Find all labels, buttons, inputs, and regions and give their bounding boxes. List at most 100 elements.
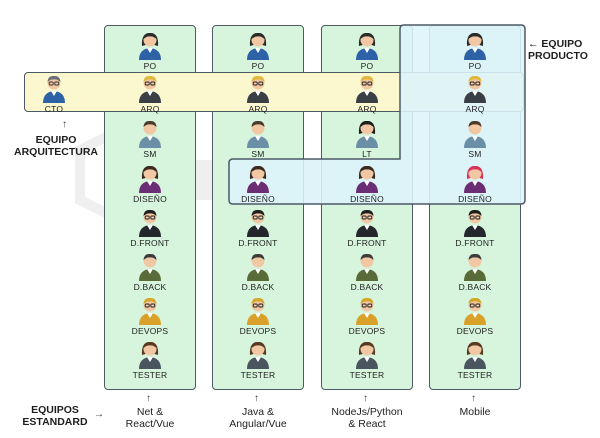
role-person-1-5: D.FRONT: [110, 207, 190, 251]
person-avatar-icon: [356, 32, 378, 60]
role-person-1-8: TESTER: [110, 339, 190, 383]
role-person-4-4: DISEÑO: [435, 163, 515, 207]
person-avatar-icon: [247, 209, 269, 237]
equipo-producto-line1: EQUIPO: [541, 38, 583, 50]
role-person-2-6: D.BACK: [218, 251, 298, 295]
person-avatar-icon: [139, 120, 161, 148]
equipos-estandard-line2: ESTANDARD: [22, 416, 88, 428]
person-avatar-icon: [356, 209, 378, 237]
role-person-4-7: DEVOPS: [435, 295, 515, 339]
role-label: DISEÑO: [350, 194, 384, 204]
person-avatar-icon: [139, 75, 161, 103]
estandard-arrow-icon: →: [94, 409, 104, 420]
role-person-4-1: PO: [435, 30, 515, 74]
person-avatar-icon: [139, 341, 161, 369]
role-person-2-5: D.FRONT: [218, 207, 298, 251]
cto-avatar-icon: [43, 75, 65, 103]
role-person-1-7: DEVOPS: [110, 295, 190, 339]
person-avatar-icon: [139, 165, 161, 193]
role-person-3-6: D.BACK: [327, 251, 407, 295]
column-1-label: Net &React/Vue: [125, 406, 175, 430]
person-avatar-icon: [464, 341, 486, 369]
role-label: TESTER: [457, 370, 493, 380]
role-label: ARQ: [248, 104, 268, 114]
role-label: DEVOPS: [348, 326, 386, 336]
role-person-1-2: ARQ: [110, 73, 190, 117]
role-person-2-8: TESTER: [218, 339, 298, 383]
person-avatar-icon: [356, 165, 378, 193]
role-label: D.FRONT: [455, 238, 495, 248]
person-avatar-icon: [356, 120, 378, 148]
person-avatar-icon: [139, 209, 161, 237]
role-label: SM: [468, 149, 482, 159]
role-label: TESTER: [240, 370, 276, 380]
role-label: ARQ: [465, 104, 485, 114]
person-avatar-icon: [247, 75, 269, 103]
person-avatar-icon: [464, 75, 486, 103]
producto-arrow-icon: ←: [528, 38, 539, 50]
person-avatar-icon: [139, 253, 161, 281]
role-person-1-1: PO: [110, 30, 190, 74]
role-label: SM: [143, 149, 157, 159]
role-person-2-2: ARQ: [218, 73, 298, 117]
role-label: TESTER: [349, 370, 385, 380]
person-avatar-icon: [464, 209, 486, 237]
role-label: PO: [360, 61, 374, 71]
role-label: PO: [251, 61, 265, 71]
role-person-4-8: TESTER: [435, 339, 515, 383]
role-person-1-4: DISEÑO: [110, 163, 190, 207]
equipo-arquitectura-label: EQUIPO ARQUITECTURA: [6, 134, 106, 158]
role-person-3-2: ARQ: [327, 73, 407, 117]
role-person-1-6: D.BACK: [110, 251, 190, 295]
column-4-label: Mobile: [459, 406, 491, 418]
role-person-3-1: PO: [327, 30, 407, 74]
person-avatar-icon: [464, 253, 486, 281]
role-person-2-3: SM: [218, 118, 298, 162]
person-avatar-icon: [247, 341, 269, 369]
role-person-3-8: TESTER: [327, 339, 407, 383]
role-label: D.BACK: [241, 282, 275, 292]
role-person-3-7: DEVOPS: [327, 295, 407, 339]
person-avatar-icon: [464, 32, 486, 60]
role-label: ARQ: [357, 104, 377, 114]
person-avatar-icon: [356, 253, 378, 281]
equipo-arquitectura-line1: EQUIPO: [35, 134, 77, 146]
person-avatar-icon: [464, 297, 486, 325]
role-label: PO: [468, 61, 482, 71]
role-label: TESTER: [132, 370, 168, 380]
role-person-3-3: LT: [327, 118, 407, 162]
role-person-2-7: DEVOPS: [218, 295, 298, 339]
role-person-3-4: DISEÑO: [327, 163, 407, 207]
role-label: D.FRONT: [130, 238, 170, 248]
cto-person: CTO: [14, 73, 94, 117]
arquitectura-arrow-icon: ↑: [62, 119, 67, 130]
role-person-4-3: SM: [435, 118, 515, 162]
role-label: DEVOPS: [131, 326, 169, 336]
person-avatar-icon: [139, 32, 161, 60]
person-avatar-icon: [356, 297, 378, 325]
equipo-producto-label: ← EQUIPO PRODUCTO: [528, 38, 588, 62]
role-person-4-2: ARQ: [435, 73, 515, 117]
role-label: SM: [251, 149, 265, 159]
person-avatar-icon: [464, 165, 486, 193]
role-label: DEVOPS: [239, 326, 277, 336]
column-2-label: Java &Angular/Vue: [229, 406, 287, 430]
equipo-producto-line2: PRODUCTO: [528, 50, 588, 62]
person-avatar-icon: [356, 341, 378, 369]
person-avatar-icon: [247, 32, 269, 60]
role-person-4-6: D.BACK: [435, 251, 515, 295]
cto-label: CTO: [44, 104, 64, 114]
role-label: D.FRONT: [347, 238, 387, 248]
role-label: DEVOPS: [456, 326, 494, 336]
equipo-arquitectura-line2: ARQUITECTURA: [14, 146, 98, 158]
role-label: D.BACK: [458, 282, 492, 292]
equipos-estandard-line1: EQUIPOS: [31, 404, 79, 416]
column-4-arrow-icon: ↑: [471, 393, 476, 404]
role-person-1-3: SM: [110, 118, 190, 162]
column-3-label: NodeJs/Python& React: [331, 406, 403, 430]
person-avatar-icon: [247, 120, 269, 148]
person-avatar-icon: [464, 120, 486, 148]
role-label: D.FRONT: [238, 238, 278, 248]
role-label: D.BACK: [350, 282, 384, 292]
